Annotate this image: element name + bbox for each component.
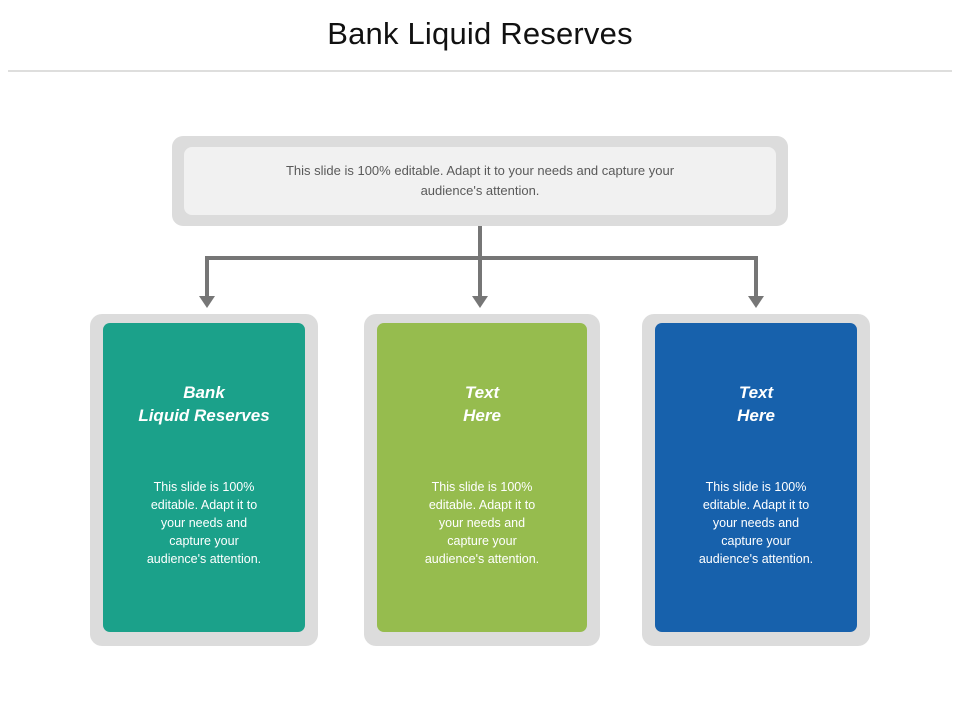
title-divider [8,70,952,72]
card-1[interactable]: Bank Liquid Reserves This slide is 100% … [90,314,318,646]
connector-drop-2 [478,256,482,298]
summary-box-panel: This slide is 100% editable. Adapt it to… [184,147,776,215]
card-3[interactable]: Text Here This slide is 100% editable. A… [642,314,870,646]
card-2-body: This slide is 100% editable. Adapt it to… [424,480,540,566]
card-3-heading: Text Here [737,383,775,425]
arrow-down-icon-3 [748,296,764,308]
connector-drop-3 [754,256,758,298]
summary-box[interactable]: This slide is 100% editable. Adapt it to… [172,136,788,226]
connector-stem [478,226,482,260]
page-title: Bank Liquid Reserves [327,16,633,51]
card-2-heading: Text Here [463,383,501,425]
connector-drop-1 [205,256,209,298]
arrow-down-icon-1 [199,296,215,308]
card-1-panel: Bank Liquid Reserves This slide is 100% … [103,323,305,632]
arrow-down-icon-2 [472,296,488,308]
card-3-body: This slide is 100% editable. Adapt it to… [698,480,814,566]
card-3-panel: Text Here This slide is 100% editable. A… [655,323,857,632]
card-1-body: This slide is 100% editable. Adapt it to… [146,480,262,566]
card-1-heading: Bank Liquid Reserves [138,383,270,425]
summary-box-text: This slide is 100% editable. Adapt it to… [285,163,675,198]
card-2[interactable]: Text Here This slide is 100% editable. A… [364,314,600,646]
card-2-panel: Text Here This slide is 100% editable. A… [377,323,587,632]
